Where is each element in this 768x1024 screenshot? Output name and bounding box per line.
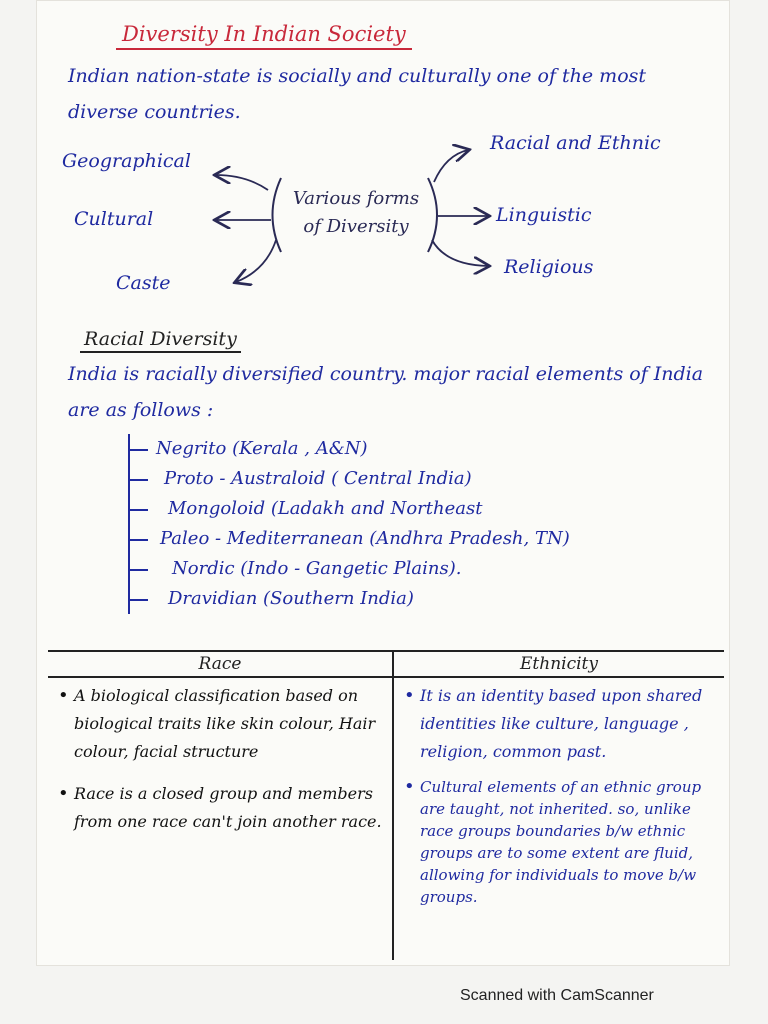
racial-diversity-heading: Racial Diversity <box>80 328 241 353</box>
racial-intro-text: India is racially diversified country. m… <box>68 363 704 421</box>
ethnicity-point: Cultural elements of an ethnic group are… <box>404 776 718 908</box>
diagram-arrows <box>36 120 730 310</box>
diagram-center: Various forms of Diversity <box>286 185 426 241</box>
race-column: Race A biological classification based o… <box>48 652 394 960</box>
list-item: Paleo - Mediterranean (Andhra Pradesh, T… <box>130 524 690 554</box>
race-heading: Race <box>48 652 392 678</box>
notebook-page: Diversity In Indian Society Indian natio… <box>36 0 730 966</box>
arrow-caste <box>236 239 277 282</box>
page-title: Diversity In Indian Society <box>116 22 412 50</box>
center-line-1: Various forms <box>292 188 420 209</box>
arrow-geographical <box>216 175 269 191</box>
race-ethnicity-table: Race A biological classification based o… <box>48 650 724 960</box>
list-item: Proto - Australoid ( Central India) <box>130 464 690 494</box>
label-religious: Religious <box>504 256 594 278</box>
list-item: Dravidian (Southern India) <box>130 584 690 614</box>
scanner-watermark: Scanned with CamScanner <box>460 987 654 1004</box>
label-geographical: Geographical <box>62 150 191 172</box>
arrow-religious <box>431 239 488 266</box>
arrow-racial <box>433 150 468 183</box>
ethnicity-point: It is an identity based upon shared iden… <box>404 682 718 766</box>
label-cultural: Cultural <box>74 208 154 230</box>
label-racial-ethnic: Racial and Ethnic <box>490 132 661 154</box>
racial-elements-list: Negrito (Kerala , A&N) Proto - Australoi… <box>128 434 690 614</box>
right-bracket <box>427 177 438 253</box>
center-line-2: of Diversity <box>303 216 409 237</box>
ethnicity-heading: Ethnicity <box>394 652 724 678</box>
intro-text: Indian nation-state is socially and cult… <box>68 65 647 123</box>
list-item: Negrito (Kerala , A&N) <box>130 434 690 464</box>
diversity-diagram: Various forms of Diversity Geographical … <box>36 120 730 310</box>
left-bracket <box>271 177 282 253</box>
ethnicity-column: Ethnicity It is an identity based upon s… <box>394 652 724 960</box>
race-point: A biological classification based on bio… <box>58 682 386 766</box>
list-item: Nordic (Indo - Gangetic Plains). <box>130 554 690 584</box>
label-caste: Caste <box>116 272 171 294</box>
race-point: Race is a closed group and members from … <box>58 780 386 836</box>
label-linguistic: Linguistic <box>496 204 592 226</box>
list-item: Mongoloid (Ladakh and Northeast <box>130 494 690 524</box>
